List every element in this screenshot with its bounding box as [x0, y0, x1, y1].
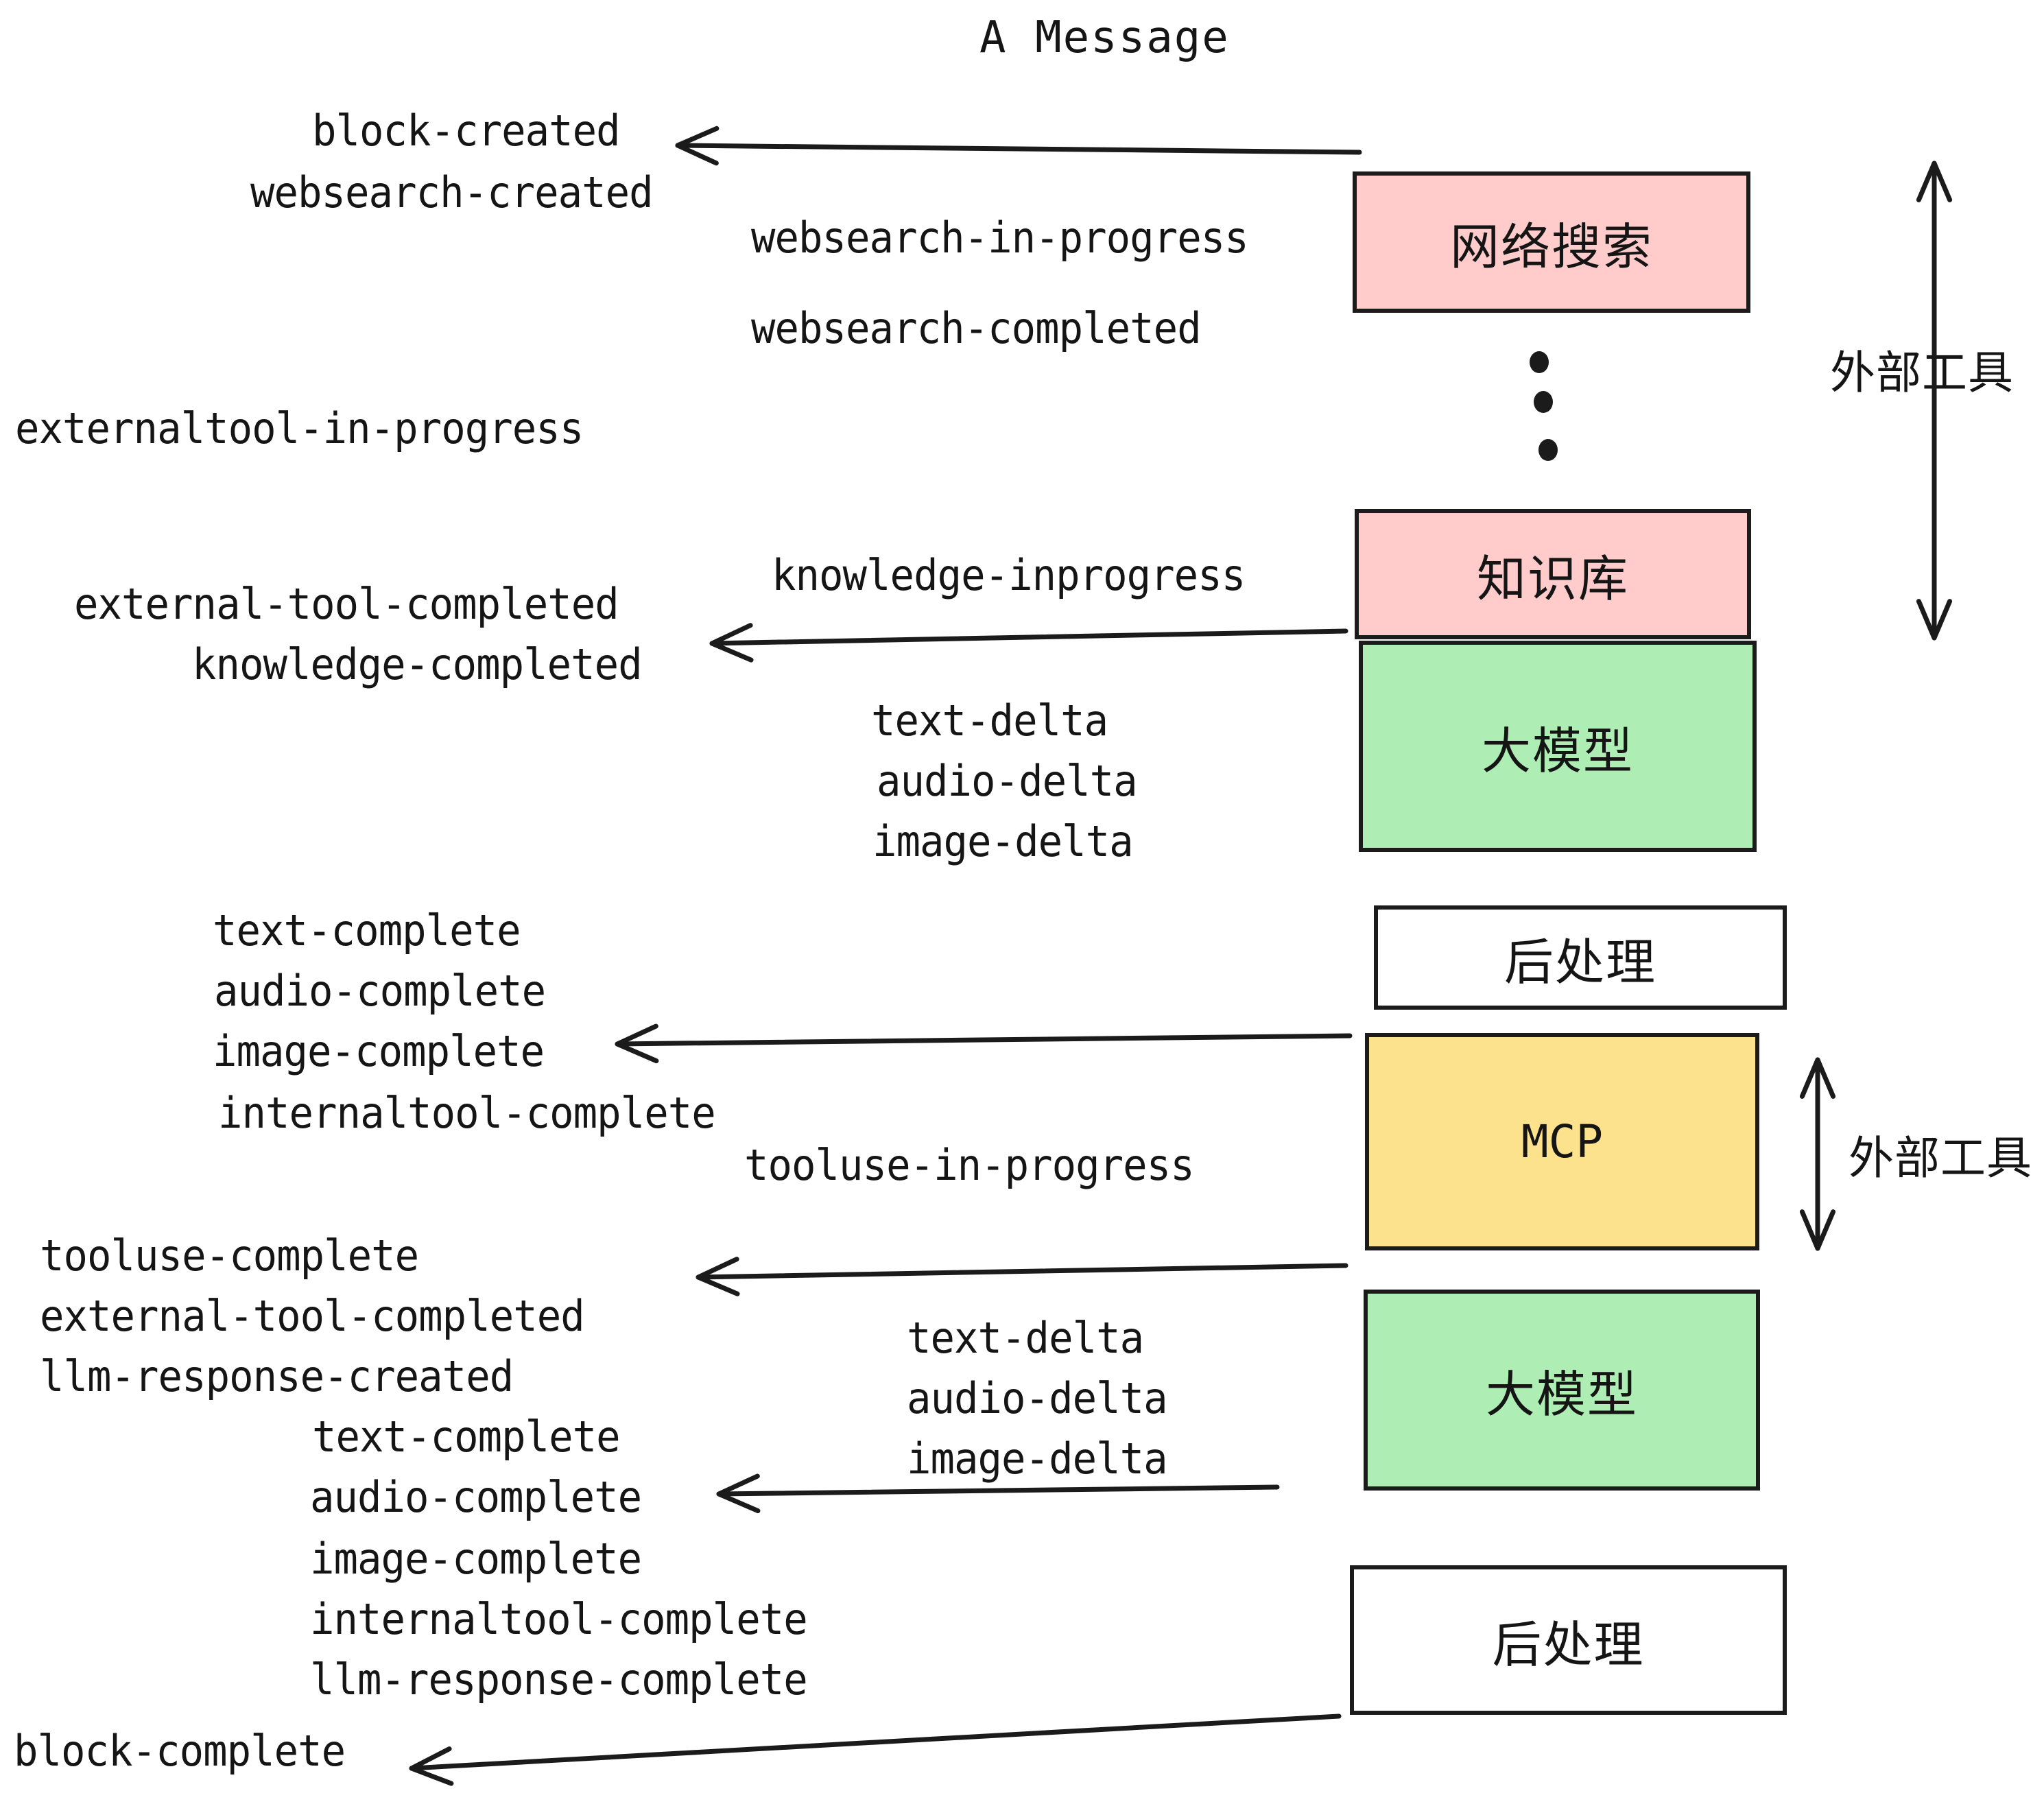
arrow-knowledge-done-line	[709, 628, 1348, 646]
event-label-knowledge-inprogress: knowledge-inprogress	[772, 550, 1246, 600]
event-label-llm-response-complete: llm-response-complete	[310, 1654, 808, 1705]
arrow-block-complete-head	[409, 1746, 454, 1786]
box-mcp: MCP	[1365, 1033, 1759, 1250]
event-label-externaltool-in-progress: externaltool-in-progress	[15, 403, 584, 453]
arrow-audio-complete-head	[716, 1473, 761, 1514]
event-label-tooluse-in-progress: tooluse-in-progress	[744, 1140, 1195, 1190]
arrow-block-created-head	[675, 126, 720, 166]
side-label-external-tools-bottom: 外部工具	[1849, 1132, 2032, 1185]
side-label-external-tools-top: 外部工具	[1830, 346, 2014, 399]
event-label-audio-complete-2: audio-complete	[310, 1472, 642, 1522]
event-label-audio-complete-1: audio-complete	[214, 966, 546, 1016]
event-label-knowledge-completed: knowledge-completed	[192, 639, 643, 689]
arrow-image-complete-line	[615, 1033, 1353, 1047]
box-llm-1: 大模型	[1359, 641, 1757, 852]
box-label-llm-1: 大模型	[1481, 722, 1634, 780]
event-label-external-tool-completed-2: external-tool-completed	[40, 1291, 585, 1341]
box-postprocess-2: 后处理	[1350, 1565, 1787, 1715]
arrow-tooluse-complete-line	[696, 1263, 1348, 1280]
event-label-image-complete-1: image-complete	[213, 1026, 545, 1076]
event-label-websearch-completed: websearch-completed	[751, 303, 1202, 353]
box-knowledge: 知识库	[1355, 509, 1751, 639]
event-label-image-delta-1: image-delta	[872, 816, 1134, 866]
ellipsis-dot-3	[1538, 439, 1558, 461]
event-label-audio-delta-2: audio-delta	[907, 1373, 1168, 1423]
event-label-internaltool-complete-1: internaltool-complete	[218, 1088, 716, 1138]
event-label-tooluse-complete: tooluse-complete	[40, 1231, 419, 1281]
box-label-mcp: MCP	[1521, 1115, 1604, 1168]
box-llm-2: 大模型	[1364, 1290, 1760, 1491]
arrow-block-complete-line	[409, 1713, 1342, 1771]
arrow-tooluse-complete-head	[696, 1257, 740, 1296]
event-label-llm-response-created: llm-response-created	[40, 1351, 514, 1401]
arrow-audio-complete-line	[716, 1484, 1280, 1497]
box-label-postprocess-1: 后处理	[1504, 933, 1656, 991]
event-label-block-created: block-created	[312, 106, 621, 156]
event-label-internaltool-complete-2: internaltool-complete	[310, 1594, 808, 1644]
external-tools-bottom-bracket-head-up	[1799, 1057, 1836, 1099]
box-postprocess-1: 后处理	[1374, 905, 1787, 1010]
ellipsis-dot-2	[1534, 391, 1553, 413]
arrow-image-complete-head	[615, 1023, 659, 1064]
event-label-websearch-created: websearch-created	[250, 167, 654, 217]
external-tools-top-bracket-head-up	[1916, 161, 1953, 202]
box-websearch: 网络搜索	[1353, 171, 1750, 313]
event-label-text-delta-2: text-delta	[907, 1313, 1144, 1363]
event-label-image-delta-2: image-delta	[907, 1434, 1168, 1484]
external-tools-bottom-bracket-head-down	[1799, 1209, 1836, 1251]
box-label-knowledge: 知识库	[1476, 549, 1629, 608]
page-title: A Message	[979, 12, 1230, 63]
event-label-image-complete-2: image-complete	[310, 1534, 642, 1584]
box-label-postprocess-2: 后处理	[1492, 1615, 1645, 1674]
event-label-text-complete-1: text-complete	[213, 905, 521, 956]
event-label-block-complete: block-complete	[14, 1726, 346, 1776]
event-label-text-delta-1: text-delta	[871, 696, 1108, 746]
event-label-audio-delta-1: audio-delta	[877, 756, 1138, 806]
event-label-text-complete-2: text-complete	[312, 1412, 621, 1462]
arrow-block-created-line	[675, 143, 1362, 155]
ellipsis-dot-1	[1530, 351, 1549, 373]
event-label-external-tool-completed-1: external-tool-completed	[74, 579, 619, 629]
box-label-llm-2: 大模型	[1485, 1366, 1638, 1423]
event-label-websearch-in-progress: websearch-in-progress	[751, 213, 1249, 263]
arrow-knowledge-done-head	[709, 623, 754, 663]
box-label-websearch: 网络搜索	[1449, 217, 1653, 276]
external-tools-top-bracket-head-down	[1916, 599, 1953, 641]
